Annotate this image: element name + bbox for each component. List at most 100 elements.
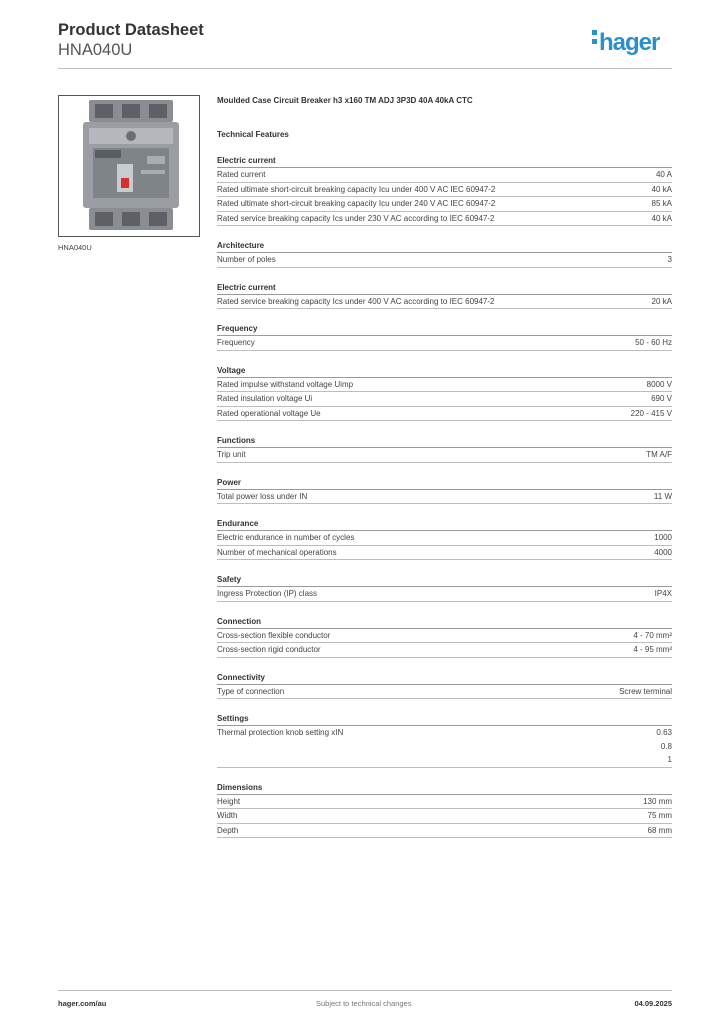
spec-value: 40 kA — [651, 213, 672, 223]
footer-divider — [58, 990, 672, 991]
spec-value-group: 75 mm — [648, 809, 672, 823]
spec-label: Height — [217, 796, 241, 806]
spec-value: 0.8 — [660, 741, 672, 751]
spec-row: Cross-section rigid conductor 4 - 95 mm² — [217, 643, 672, 658]
spec-value: 20 kA — [651, 296, 672, 306]
spec-value: 3 — [667, 255, 672, 264]
spec-value-group: 40 kA — [652, 212, 672, 226]
spec-value-group: 68 mm — [648, 824, 672, 838]
spec-value: 11 W — [653, 491, 672, 501]
spec-value-group: 40 A — [656, 168, 672, 182]
spec-label: Trip unit — [217, 450, 246, 459]
spec-row: Rated service breaking capacity Ics unde… — [217, 295, 672, 309]
spec-row: Type of connection Screw terminal — [217, 685, 672, 699]
logo-dots-icon — [592, 26, 597, 48]
spec-value: 85 kA — [651, 199, 672, 208]
spec-label: Rated current — [217, 170, 266, 179]
document-title: Product Datasheet — [58, 21, 204, 39]
spec-value-group: 85 kA — [652, 197, 672, 211]
spec-value: 75 mm — [647, 811, 672, 820]
spec-label: Rated ultimate short-circuit breaking ca… — [217, 199, 496, 208]
spec-label: Cross-section rigid conductor — [217, 645, 321, 654]
section-title: Functions — [217, 435, 672, 448]
section-title: Connection — [217, 616, 672, 629]
spec-value: 690 V — [651, 394, 672, 403]
spec-value: IP4X — [654, 589, 672, 598]
section-title: Power — [217, 477, 672, 490]
spec-value-group: 220 - 415 V — [631, 407, 672, 421]
spec-row: Trip unit TM A/F — [217, 448, 672, 463]
spec-value: 1000 — [654, 533, 672, 542]
section-title: Connectivity — [217, 672, 672, 685]
spec-row: Rated current 40 A — [217, 168, 672, 183]
section-title: Electric current — [217, 155, 672, 168]
footer-website-link[interactable]: hager.com/au — [58, 999, 107, 1008]
spec-value-group: 1000 — [654, 531, 672, 545]
spec-label: Number of poles — [217, 255, 276, 264]
brand-logo: hager — [592, 26, 660, 57]
spec-value-group: 690 V — [651, 392, 672, 406]
product-image — [58, 95, 200, 237]
spec-row: Rated operational voltage Ue 220 - 415 V — [217, 407, 672, 421]
section-title: Frequency — [217, 323, 672, 336]
spec-value: Screw terminal — [619, 686, 672, 696]
spec-row: Rated service breaking capacity Ics unde… — [217, 212, 672, 226]
spec-label: Number of mechanical operations — [217, 547, 337, 557]
spec-label: Ingress Protection (IP) class — [217, 589, 318, 598]
circuit-breaker-icon — [59, 96, 199, 236]
spec-value: 50 - 60 Hz — [635, 338, 672, 347]
spec-value-group: 3 — [668, 253, 672, 267]
product-name: Moulded Case Circuit Breaker h3 x160 TM … — [217, 96, 473, 105]
spec-label: Depth — [217, 825, 239, 835]
spec-value-group: 4 - 95 mm² — [633, 643, 672, 657]
spec-value: 4000 — [654, 547, 672, 557]
spec-value-group: 40 kA — [652, 183, 672, 197]
product-reference: HNA040U — [58, 41, 133, 59]
spec-label: Rated operational voltage Ue — [217, 408, 321, 418]
spec-label: Rated service breaking capacity Ics unde… — [217, 213, 495, 223]
spec-label: Type of connection — [217, 686, 285, 696]
spec-label: Total power loss under IN — [217, 491, 308, 501]
footer-date: 04.09.2025 — [634, 999, 672, 1008]
spec-value: 4 - 70 mm² — [633, 630, 672, 640]
spec-label: Width — [217, 811, 238, 820]
spec-row: Rated ultimate short-circuit breaking ca… — [217, 197, 672, 212]
spec-row: Total power loss under IN 11 W — [217, 490, 672, 504]
spec-value: 40 kA — [651, 184, 672, 194]
spec-row: Number of poles 3 — [217, 253, 672, 268]
spec-label: Rated impulse withstand voltage Uimp — [217, 379, 354, 389]
spec-label: Cross-section flexible conductor — [217, 630, 331, 640]
spec-value-group: 4000 — [654, 546, 672, 560]
spec-label: Rated service breaking capacity Ics unde… — [217, 296, 495, 306]
header-divider — [58, 68, 672, 69]
spec-value: TM A/F — [646, 450, 672, 459]
spec-row: Frequency 50 - 60 Hz — [217, 336, 672, 351]
section-title: Voltage — [217, 365, 672, 378]
spec-row: Cross-section flexible conductor 4 - 70 m… — [217, 629, 672, 643]
spec-label: Frequency — [217, 338, 255, 347]
spec-value-group: IP4X — [655, 587, 672, 601]
spec-value-group: 4 - 70 mm² — [633, 629, 672, 643]
spec-value-group: 8000 V — [647, 378, 672, 392]
spec-value-group: TM A/F — [646, 448, 672, 462]
spec-row: Number of mechanical operations 4000 — [217, 546, 672, 560]
footer-notice: Subject to technical changes — [316, 999, 412, 1008]
spec-row: Rated ultimate short-circuit breaking ca… — [217, 183, 672, 197]
logo-text: hager — [599, 29, 660, 56]
